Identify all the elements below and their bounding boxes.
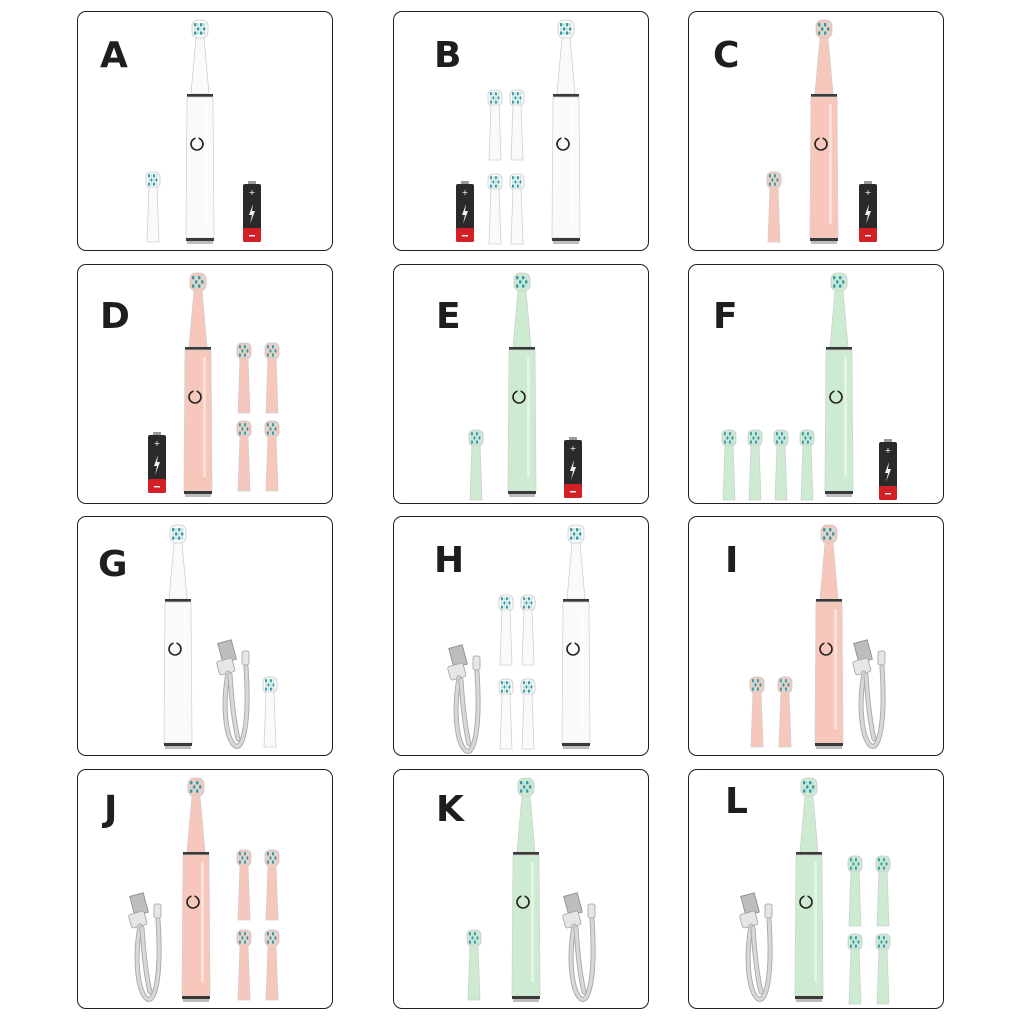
- brush-head-icon: [498, 594, 514, 666]
- brush-head-icon: [487, 89, 503, 161]
- option-label: I: [725, 540, 739, 581]
- svg-text:+: +: [462, 188, 469, 197]
- brush-head-icon: [847, 855, 863, 927]
- battery-icon: +: [456, 181, 474, 242]
- option-label: L: [725, 781, 748, 822]
- brush-head-icon: [847, 933, 863, 1005]
- svg-text:+: +: [865, 188, 872, 197]
- option-illustration: [447, 524, 591, 754]
- option-panel-g[interactable]: G: [77, 516, 333, 756]
- option-panel-h[interactable]: H: [393, 516, 649, 756]
- brush-head-icon: [498, 678, 514, 750]
- toothbrush-icon: [181, 777, 211, 1002]
- toothbrush-icon: [551, 19, 581, 244]
- brush-head-icon: [875, 855, 891, 927]
- option-label: H: [434, 540, 465, 581]
- brush-head-icon: [875, 933, 891, 1005]
- battery-icon: +: [148, 432, 166, 493]
- option-illustration: +: [721, 272, 897, 501]
- option-illustration: [749, 524, 886, 749]
- usb-cable-icon: [216, 639, 250, 749]
- toothbrush-icon: [561, 524, 591, 749]
- option-panel-d[interactable]: +D: [77, 264, 333, 504]
- toothbrush-icon: [163, 524, 193, 749]
- option-illustration: [128, 777, 280, 1002]
- option-label: E: [436, 296, 461, 337]
- option-label: J: [104, 789, 118, 830]
- brush-head-icon: [766, 171, 782, 243]
- brush-head-icon: [236, 929, 252, 1001]
- brush-head-icon: [721, 429, 737, 501]
- option-illustration: +: [145, 19, 261, 244]
- option-illustration: [466, 777, 596, 1002]
- brush-head-icon: [773, 429, 789, 501]
- usb-cable-icon: [128, 892, 162, 1002]
- brush-head-icon: [749, 676, 765, 748]
- brush-head-icon: [264, 342, 280, 414]
- usb-cable-icon: [562, 892, 596, 1002]
- usb-cable-icon: [447, 644, 481, 754]
- svg-text:+: +: [154, 439, 161, 448]
- option-label: D: [100, 296, 130, 337]
- brush-head-icon: [236, 849, 252, 921]
- toothbrush-icon: [814, 524, 844, 749]
- brush-head-icon: [520, 678, 536, 750]
- toothbrush-icon: [511, 777, 541, 1002]
- toothbrush-icon: [824, 272, 854, 497]
- brush-head-icon: [236, 420, 252, 492]
- option-illustration: [163, 524, 278, 749]
- battery-icon: +: [243, 181, 261, 242]
- option-illustration: [739, 777, 891, 1005]
- brush-head-icon: [236, 342, 252, 414]
- option-panel-l[interactable]: L: [688, 769, 944, 1009]
- option-panel-f[interactable]: +F: [688, 264, 944, 504]
- option-label: C: [713, 35, 740, 76]
- option-panel-b[interactable]: +B: [393, 11, 649, 251]
- brush-head-icon: [520, 594, 536, 666]
- brush-head-icon: [264, 929, 280, 1001]
- option-panel-c[interactable]: +C: [688, 11, 944, 251]
- option-label: A: [100, 35, 128, 76]
- usb-cable-icon: [739, 892, 773, 1002]
- brush-head-icon: [468, 429, 484, 501]
- option-illustration: +: [148, 272, 280, 497]
- brush-head-icon: [264, 849, 280, 921]
- svg-text:+: +: [249, 188, 256, 197]
- option-illustration: +: [456, 19, 581, 245]
- brush-head-icon: [777, 676, 793, 748]
- brush-head-icon: [262, 676, 278, 748]
- option-label: B: [434, 35, 462, 76]
- option-illustration: +: [766, 19, 877, 244]
- brush-head-icon: [487, 173, 503, 245]
- option-label: G: [98, 544, 128, 585]
- toothbrush-icon: [507, 272, 537, 497]
- toothbrush-icon: [185, 19, 215, 244]
- brush-head-icon: [509, 89, 525, 161]
- option-panel-j[interactable]: J: [77, 769, 333, 1009]
- brush-head-icon: [466, 929, 482, 1001]
- option-panel-i[interactable]: I: [688, 516, 944, 756]
- battery-icon: +: [879, 439, 897, 500]
- brush-head-icon: [747, 429, 763, 501]
- svg-text:+: +: [885, 446, 892, 455]
- usb-cable-icon: [852, 639, 886, 749]
- toothbrush-icon: [794, 777, 824, 1002]
- battery-icon: +: [564, 437, 582, 498]
- svg-text:+: +: [570, 444, 577, 453]
- brush-head-icon: [509, 173, 525, 245]
- option-panel-a[interactable]: +A: [77, 11, 333, 251]
- brush-head-icon: [799, 429, 815, 501]
- option-illustration: +: [468, 272, 582, 501]
- brush-head-icon: [264, 420, 280, 492]
- toothbrush-icon: [809, 19, 839, 244]
- option-label: K: [436, 789, 464, 830]
- option-panel-e[interactable]: +E: [393, 264, 649, 504]
- battery-icon: +: [859, 181, 877, 242]
- brush-head-icon: [145, 171, 161, 243]
- option-panel-k[interactable]: K: [393, 769, 649, 1009]
- toothbrush-icon: [183, 272, 213, 497]
- option-label: F: [713, 296, 738, 337]
